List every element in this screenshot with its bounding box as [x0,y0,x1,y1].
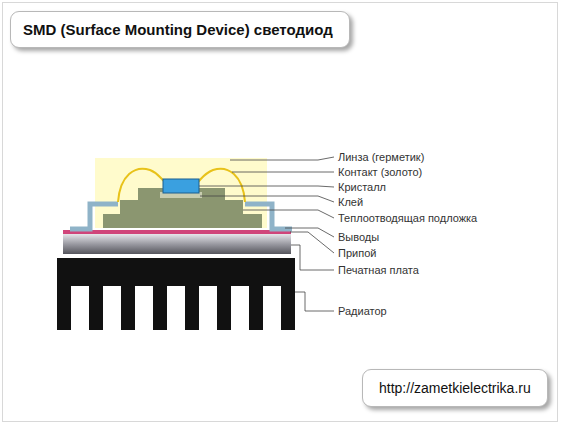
lead [70,204,118,229]
part-label: Выводы [338,231,379,244]
radiator [57,258,295,330]
watermark-box: http://zametkielectrika.ru [362,369,548,407]
part-label: Кристалл [338,181,386,194]
lead [245,204,292,229]
part-label: Припой [338,247,376,260]
part-label: Теплоотводящая подложка [338,212,477,225]
heat-substrate [103,188,262,228]
watermark: http://zametkielectrika.ru [363,370,547,406]
part-label: Контакт (золото) [338,166,422,179]
solder [63,230,291,234]
pcb [63,234,291,254]
part-label: Радиатор [338,305,387,318]
title: SMD (Surface Mounting Device) светодиод [11,12,349,47]
gold-wire [198,169,245,202]
part-label: Линза (герметик) [338,151,424,164]
part-label: Печатная плата [338,264,419,277]
gold-wire [118,169,165,202]
title-box: SMD (Surface Mounting Device) светодиод [10,11,350,48]
part-label: Клей [338,196,363,209]
lens [95,158,267,228]
leader-lines [199,157,334,311]
crystal [163,179,199,193]
